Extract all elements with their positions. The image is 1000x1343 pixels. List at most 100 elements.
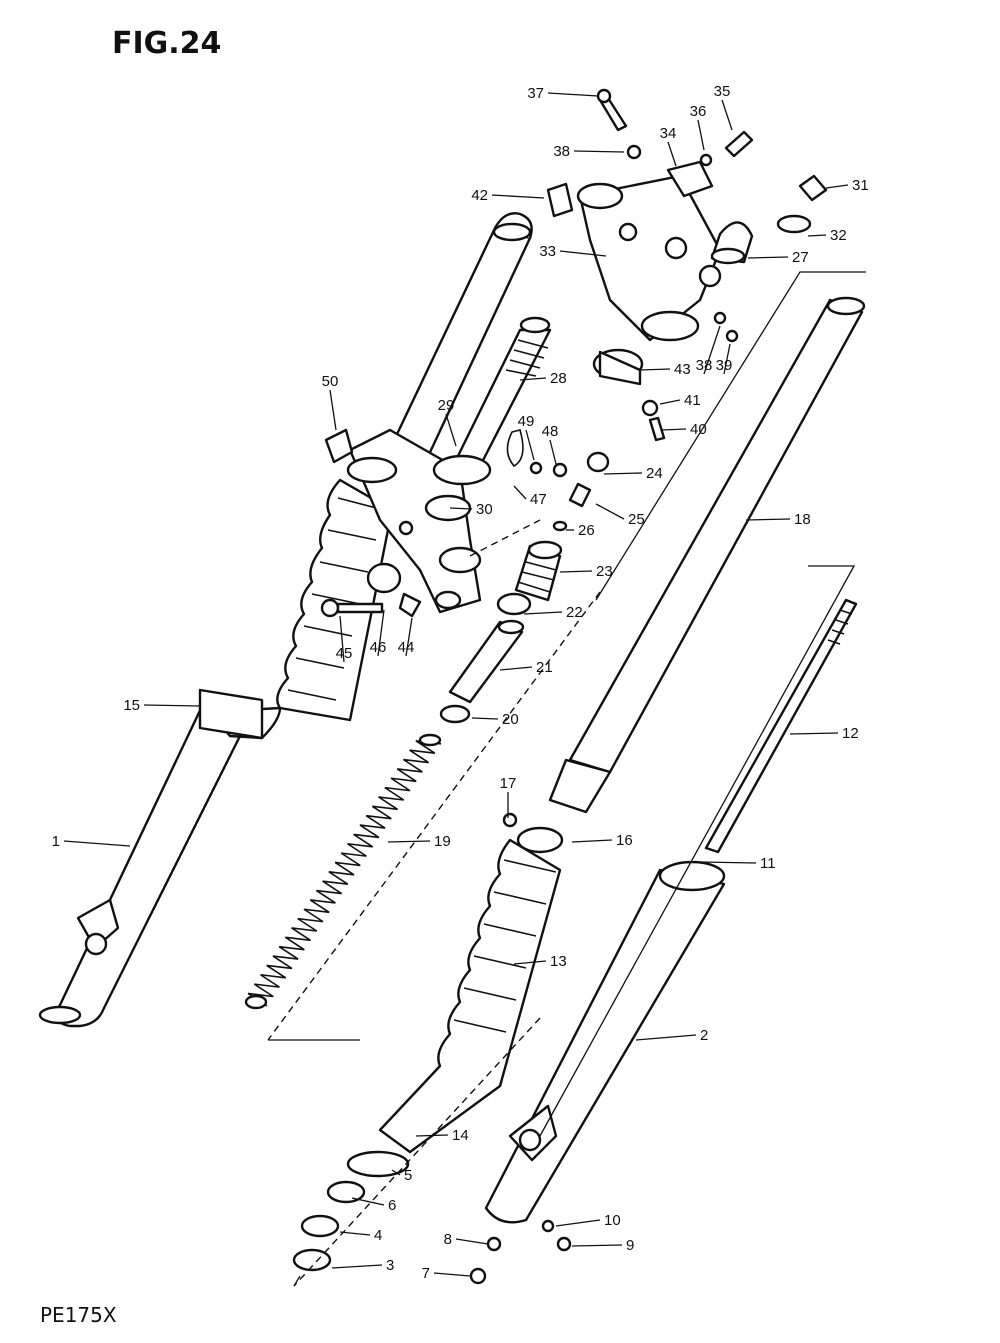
- leader-line-15: [143, 704, 201, 707]
- leader-line-12: [789, 732, 839, 735]
- callout-21: 21: [536, 659, 553, 676]
- leader-line-33: [559, 250, 607, 257]
- callout-36: 36: [690, 103, 707, 120]
- upper-bracket: [576, 174, 722, 342]
- leader-line-47: [513, 485, 527, 500]
- right-fork-inner-tube: [548, 296, 866, 814]
- model-code: PE175X: [40, 1303, 117, 1327]
- leader-line-41: [659, 399, 681, 405]
- callout-25: 25: [628, 511, 645, 528]
- leader-line-19: [387, 840, 431, 843]
- callout-37: 37: [527, 85, 544, 102]
- callout-leaders: [63, 92, 849, 1277]
- spring-spacer-parts: [439, 429, 610, 724]
- cable-guide: [546, 182, 574, 218]
- leader-line-24: [603, 472, 643, 475]
- callout-32: 32: [830, 227, 847, 244]
- callout-35: 35: [714, 83, 731, 100]
- callout-44: 44: [398, 639, 415, 656]
- callout-38: 38: [696, 357, 713, 374]
- callout-11: 11: [760, 855, 776, 872]
- leader-line-3: [331, 1264, 383, 1269]
- leader-line-39: [723, 343, 731, 375]
- left-fork-cap-clip: [324, 428, 354, 464]
- callout-4: 4: [374, 1227, 382, 1244]
- alignment-lines: [267, 271, 866, 1287]
- callout-13: 13: [550, 953, 567, 970]
- callout-40: 40: [690, 421, 707, 438]
- callout-45: 45: [336, 645, 353, 662]
- leader-line-23: [559, 570, 593, 573]
- leader-line-32: [807, 234, 827, 237]
- leader-line-8: [455, 1238, 489, 1245]
- leader-line-6: [351, 1197, 385, 1206]
- leader-line-49: [525, 429, 535, 461]
- fork-damper-rod: [704, 598, 858, 854]
- callout-20: 20: [502, 711, 519, 728]
- leader-line-1: [63, 840, 131, 847]
- callout-46: 46: [370, 639, 387, 656]
- leader-line-13: [513, 960, 547, 965]
- callout-30: 30: [476, 501, 493, 518]
- steering-bearing: [424, 454, 492, 522]
- callout-50: 50: [322, 373, 339, 390]
- leader-line-9: [571, 1244, 623, 1247]
- callout-27: 27: [792, 249, 809, 266]
- callout-16: 16: [616, 832, 633, 849]
- callout-6: 6: [388, 1197, 396, 1214]
- handlebar-holder: [592, 160, 714, 386]
- leader-line-43: [639, 368, 671, 371]
- callout-7: 7: [422, 1265, 430, 1282]
- leader-line-21: [499, 666, 533, 671]
- leader-line-35: [721, 99, 733, 131]
- leader-line-34: [667, 141, 677, 167]
- leader-line-38: [573, 150, 625, 153]
- leader-line-2: [635, 1034, 697, 1041]
- leader-line-25: [595, 503, 625, 520]
- callout-14: 14: [452, 1127, 469, 1144]
- leader-line-38: [703, 325, 721, 375]
- leader-line-29: [445, 413, 457, 447]
- callout-17: 17: [500, 775, 517, 792]
- callout-43: 43: [674, 361, 691, 378]
- leader-line-37: [547, 92, 599, 97]
- lower-seal-parts: [292, 812, 572, 1285]
- fork-spring: [244, 733, 442, 1010]
- leader-line-4: [339, 1231, 371, 1236]
- callout-39: 39: [716, 357, 733, 374]
- leader-line-10: [555, 1219, 601, 1227]
- callout-38: 38: [553, 143, 570, 160]
- figure-title: FIG.24: [112, 26, 222, 61]
- callout-48: 48: [542, 423, 559, 440]
- callout-41: 41: [684, 392, 701, 409]
- leader-line-5: [391, 1169, 401, 1176]
- callout-19: 19: [434, 833, 451, 850]
- leader-line-50: [329, 389, 337, 431]
- callout-1: 1: [52, 833, 60, 850]
- callout-31: 31: [852, 177, 869, 194]
- callout-49: 49: [518, 413, 535, 430]
- callout-5: 5: [404, 1167, 412, 1184]
- leader-line-44: [405, 617, 413, 657]
- callout-47: 47: [530, 491, 547, 508]
- leader-line-48: [549, 439, 557, 465]
- leader-line-28: [519, 377, 547, 381]
- callout-3: 3: [386, 1257, 394, 1274]
- fork-clamp-bolt: [320, 562, 422, 618]
- callout-42: 42: [471, 187, 488, 204]
- callout-22: 22: [566, 604, 583, 621]
- steering-stem: [454, 316, 552, 472]
- right-fork-cap: [710, 221, 754, 265]
- cap-bolt: [596, 88, 828, 442]
- leader-line-16: [571, 839, 613, 843]
- callout-33: 33: [539, 243, 556, 260]
- left-fork-inner-tube: [378, 212, 533, 480]
- callout-18: 18: [794, 511, 811, 528]
- left-fork-boot: [198, 478, 394, 740]
- callout-15: 15: [123, 697, 140, 714]
- leader-line-40: [661, 428, 687, 431]
- callout-2: 2: [700, 1027, 708, 1044]
